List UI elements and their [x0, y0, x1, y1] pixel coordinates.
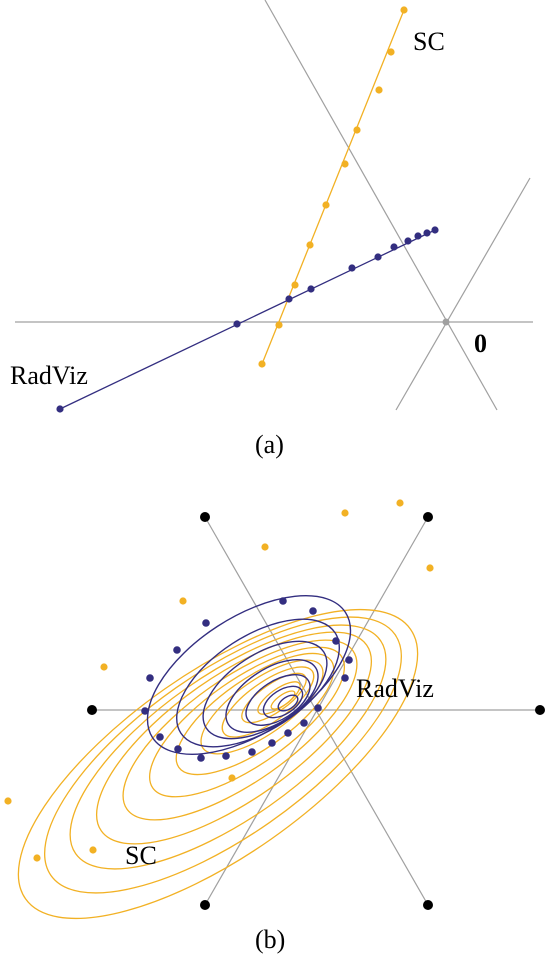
sc-point	[426, 564, 434, 572]
panel-b-sc-ellipses	[17, 608, 419, 920]
sc-ellipse	[241, 672, 307, 724]
radviz-point	[332, 637, 340, 645]
radviz-point	[431, 226, 439, 234]
sc-point	[258, 360, 266, 368]
radviz-point	[374, 253, 382, 261]
radviz-point	[173, 646, 181, 654]
radviz-point	[423, 229, 431, 237]
sc-point	[400, 6, 408, 14]
sc-point	[322, 201, 330, 209]
radviz-point	[341, 674, 349, 682]
radviz-point	[202, 619, 210, 627]
radviz-point	[146, 674, 154, 682]
panel-a-axis-upper-right	[395, 177, 531, 411]
radviz-point	[222, 752, 230, 760]
panel-a-axis-upper-left	[264, 0, 498, 411]
sc-point	[375, 86, 383, 94]
radviz-point	[56, 405, 64, 413]
panel-a-radviz-label: RadViz	[10, 361, 88, 390]
sc-ellipse	[270, 690, 296, 710]
sc-point	[275, 321, 283, 329]
sc-point	[353, 126, 361, 134]
sc-point	[100, 663, 108, 671]
sc-ellipse	[221, 666, 315, 738]
anchor-point-left	[87, 705, 97, 715]
sc-point	[341, 160, 349, 168]
radviz-point	[197, 754, 205, 762]
panel-b-radviz-ellipses	[146, 594, 352, 756]
sc-point	[396, 499, 404, 507]
sc-point	[33, 854, 41, 862]
sc-point	[306, 241, 314, 249]
sc-ellipse	[44, 616, 402, 894]
radviz-ellipse	[262, 685, 304, 719]
radviz-point	[233, 320, 241, 328]
sc-ellipse	[95, 631, 373, 845]
sc-point	[291, 281, 299, 289]
radviz-point	[141, 707, 149, 715]
radviz-ellipse	[245, 674, 311, 726]
radviz-point	[314, 704, 322, 712]
radviz-ellipse	[225, 659, 319, 733]
radviz-point	[174, 745, 182, 753]
panel-a-caption: (a)	[255, 430, 284, 459]
radviz-point	[279, 597, 287, 605]
anchor-point-top-right	[423, 512, 433, 522]
panel-b-radviz-points	[141, 597, 353, 762]
sc-point	[261, 543, 269, 551]
radviz-ellipse	[277, 694, 299, 712]
radviz-point	[345, 656, 353, 664]
panel-b: RadViz SC (b)	[4, 499, 545, 954]
sc-ellipse	[69, 624, 387, 870]
radviz-point	[284, 729, 292, 737]
radviz-point	[348, 264, 356, 272]
sc-point	[4, 797, 12, 805]
radviz-point	[248, 748, 256, 756]
sc-point	[341, 509, 349, 517]
radviz-point	[300, 719, 308, 727]
panel-b-radviz-label: RadViz	[356, 674, 434, 703]
anchor-point-right	[535, 705, 545, 715]
sc-point	[179, 597, 187, 605]
panel-a-sc-label: SC	[413, 27, 445, 56]
panel-a-radviz-line	[59, 229, 436, 410]
panel-a-origin-point	[442, 318, 450, 326]
radviz-point	[307, 285, 315, 293]
radviz-point	[404, 237, 412, 245]
radviz-point	[309, 607, 317, 615]
anchor-point-bottom-right	[423, 900, 433, 910]
sc-point	[387, 48, 395, 56]
anchor-point-top-left	[200, 512, 210, 522]
panel-a-radviz-points	[56, 226, 439, 413]
sc-ellipse	[148, 646, 346, 798]
radviz-ellipse	[176, 618, 340, 748]
sc-ellipse	[122, 639, 358, 821]
radviz-point	[285, 295, 293, 303]
panel-b-sc-label: SC	[125, 841, 157, 870]
radviz-point	[268, 739, 276, 747]
radviz-point	[390, 243, 398, 251]
panel-b-caption: (b)	[255, 925, 285, 954]
sc-point	[89, 846, 97, 854]
sc-ellipse	[17, 608, 419, 920]
panel-a-sc-points	[258, 6, 408, 368]
panel-a-sc-line	[261, 9, 405, 365]
panel-a-zero-label: 0	[474, 329, 487, 358]
sc-ellipse	[200, 659, 324, 755]
sc-ellipse	[175, 652, 335, 776]
anchor-point-bottom-left	[200, 900, 210, 910]
radviz-point	[414, 232, 422, 240]
panel-b-sc-points	[4, 499, 434, 862]
sc-point	[228, 774, 236, 782]
radviz-point	[156, 733, 164, 741]
panel-a: SC RadViz 0 (a)	[10, 0, 533, 459]
